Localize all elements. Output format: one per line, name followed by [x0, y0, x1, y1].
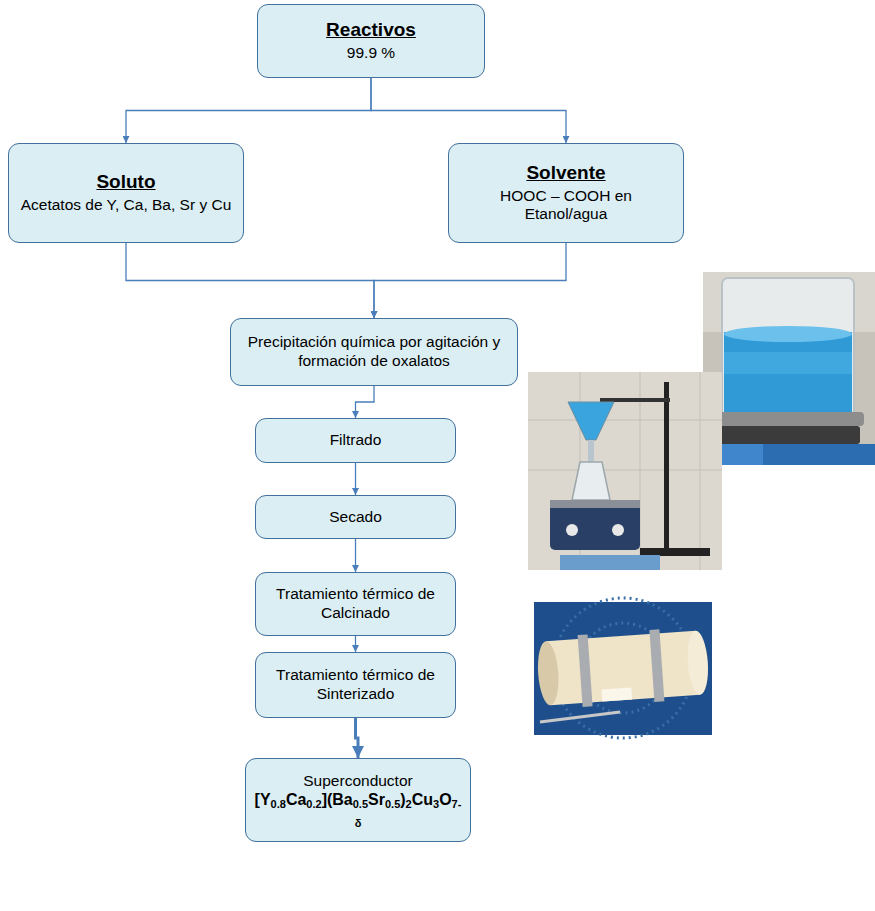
flow-arrow	[374, 243, 566, 318]
box-text: HOOC – COOH en Etanol/agua	[457, 187, 675, 224]
process-box: Tratamiento térmico de Sinterizado	[255, 652, 456, 718]
beaker-photo	[703, 272, 875, 465]
flow-arrow	[355, 539, 356, 572]
process-box: Tratamiento térmico de Calcinado	[255, 572, 456, 636]
flow-arrow	[356, 718, 359, 758]
flow-arrow	[126, 243, 374, 318]
process-box: SolventeHOOC – COOH en Etanol/agua	[448, 143, 684, 243]
box-heading: Soluto	[96, 171, 155, 194]
box-heading: Solvente	[526, 162, 605, 185]
box-text: Filtrado	[330, 431, 382, 450]
box-heading: Reactivos	[326, 19, 416, 42]
flow-arrow	[126, 78, 371, 143]
flow-arrow	[355, 463, 356, 495]
process-box: Filtrado	[255, 418, 456, 463]
process-box: Superconductor[Y0.8Ca0.2](Ba0.5Sr0.5)2Cu…	[245, 758, 471, 842]
box-text: 99.9 %	[347, 44, 395, 63]
flow-arrow	[355, 636, 356, 652]
flow-arrow	[371, 78, 566, 143]
box-text: Tratamiento térmico de Sinterizado	[264, 666, 447, 703]
flow-arrow	[356, 386, 375, 418]
filtration-photo	[528, 372, 722, 570]
box-text: Tratamiento térmico de Calcinado	[264, 585, 447, 622]
box-text: Superconductor	[303, 772, 412, 791]
process-box: Secado	[255, 495, 456, 539]
process-box: SolutoAcetatos de Y, Ca, Ba, Sr y Cu	[8, 143, 244, 243]
chemical-formula: [Y0.8Ca0.2](Ba0.5Sr0.5)2Cu3O7-δ	[254, 790, 462, 828]
process-box: Precipitación química por agitación y fo…	[230, 318, 518, 386]
process-box: Reactivos 99.9 %	[257, 4, 485, 78]
box-text: Acetatos de Y, Ca, Ba, Sr y Cu	[21, 196, 232, 215]
furnace-photo	[534, 598, 712, 738]
box-text: Secado	[329, 508, 382, 527]
box-text: Precipitación química por agitación y fo…	[239, 333, 509, 370]
